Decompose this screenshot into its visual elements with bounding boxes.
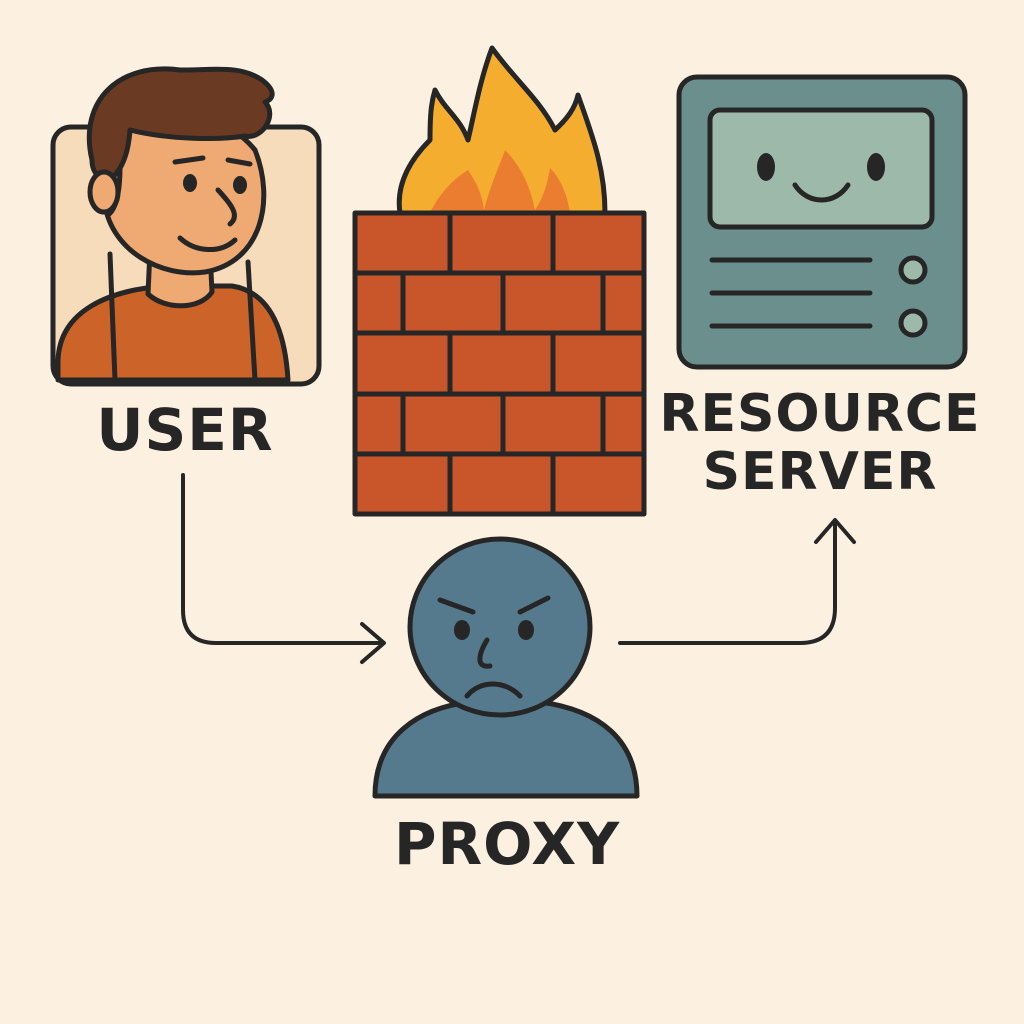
resource-server-label-line1: RESOURCE (659, 384, 981, 444)
resource-server-label: RESOURCE SERVER (655, 384, 985, 503)
flame-icon (396, 45, 608, 216)
user-avatar-icon (50, 66, 322, 387)
proxy-figure-icon (372, 536, 640, 799)
arrow-user-to-proxy (181, 473, 386, 664)
proxy-label: PROXY (393, 810, 621, 878)
server-icon (676, 74, 968, 370)
resource-server-label-line2: SERVER (702, 442, 938, 503)
arrow-proxy-to-server (618, 518, 856, 645)
user-label: USER (96, 396, 274, 464)
firewall-icon (352, 210, 647, 517)
